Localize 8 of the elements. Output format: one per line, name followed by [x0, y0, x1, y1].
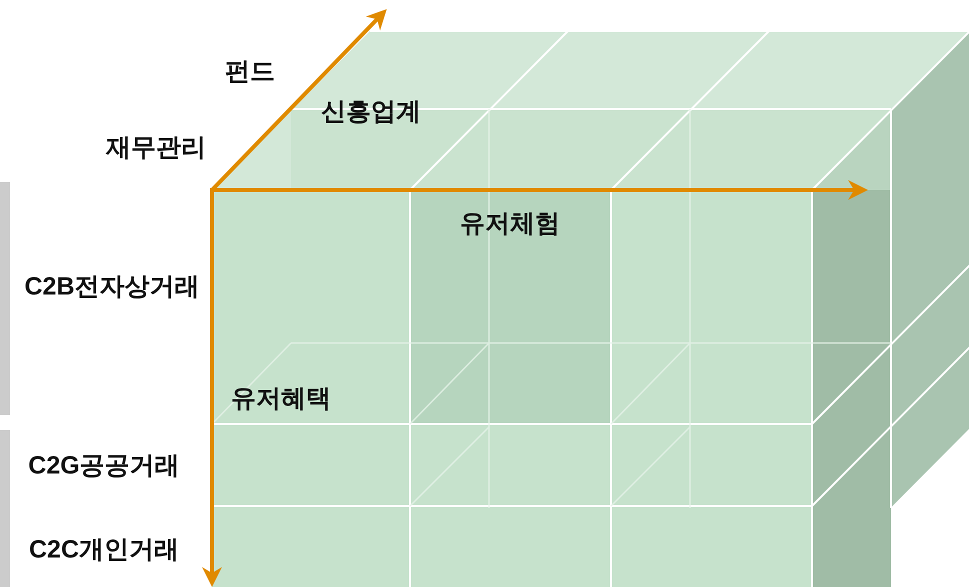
axis-label: 신흥업계: [321, 96, 421, 128]
axis-label: C2C개인거래: [29, 534, 179, 566]
axis-label: 재무관리: [106, 132, 206, 164]
axis-label: C2B전자상거래: [24, 272, 200, 302]
axis-label: 펀드: [225, 56, 275, 88]
axis-label: 유저혜택: [231, 384, 331, 414]
axis-label: C2G공공거래: [28, 450, 180, 482]
axis-label: 유저체험: [460, 208, 560, 240]
